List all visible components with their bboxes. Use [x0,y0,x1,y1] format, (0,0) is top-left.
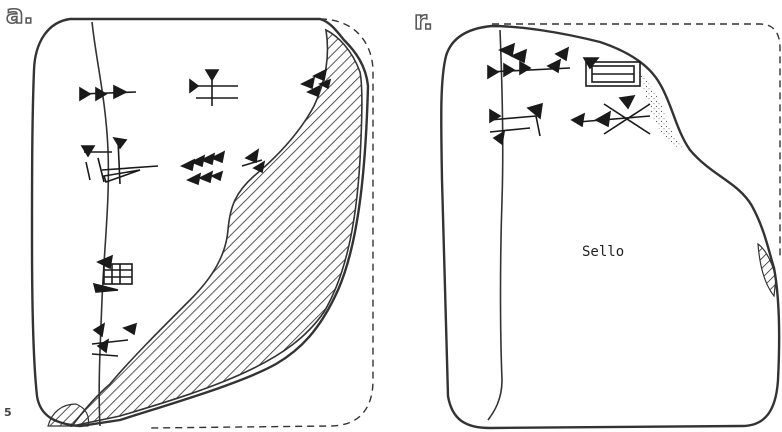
cuneiform-sign [80,136,159,185]
obverse-signs [79,68,332,357]
obverse-face-label: a. [5,0,34,30]
cuneiform-sign [241,148,266,174]
reverse-outline [440,24,781,430]
reverse-face-label: r. [413,6,434,36]
obverse-corner-damage [47,403,90,427]
reverse-tablet [440,23,781,430]
reverse-surface-texture [640,74,684,150]
cuneiform-sign [92,254,133,293]
cuneiform-sign [570,94,651,135]
line-number-label: 5 [4,406,12,419]
cuneiform-sign [487,42,571,80]
obverse-reconstructed-edge [149,18,374,429]
cuneiform-sign [91,322,138,357]
reverse-column-ruling [487,29,504,421]
obverse-outline [30,17,370,428]
cuneiform-sign [300,68,332,98]
reverse-edge-damage [757,242,777,298]
obverse-tablet [30,17,374,429]
cuneiform-sign [582,57,641,87]
cuneiform-sign [79,84,137,102]
seal-label: Sello [582,244,625,260]
cuneiform-sign [489,102,543,146]
reverse-signs [487,42,651,146]
cuneiform-sign [189,69,238,106]
reverse-reconstructed-edge [492,23,781,260]
cuneiform-sign [180,150,226,186]
obverse-column-ruling [91,21,110,427]
